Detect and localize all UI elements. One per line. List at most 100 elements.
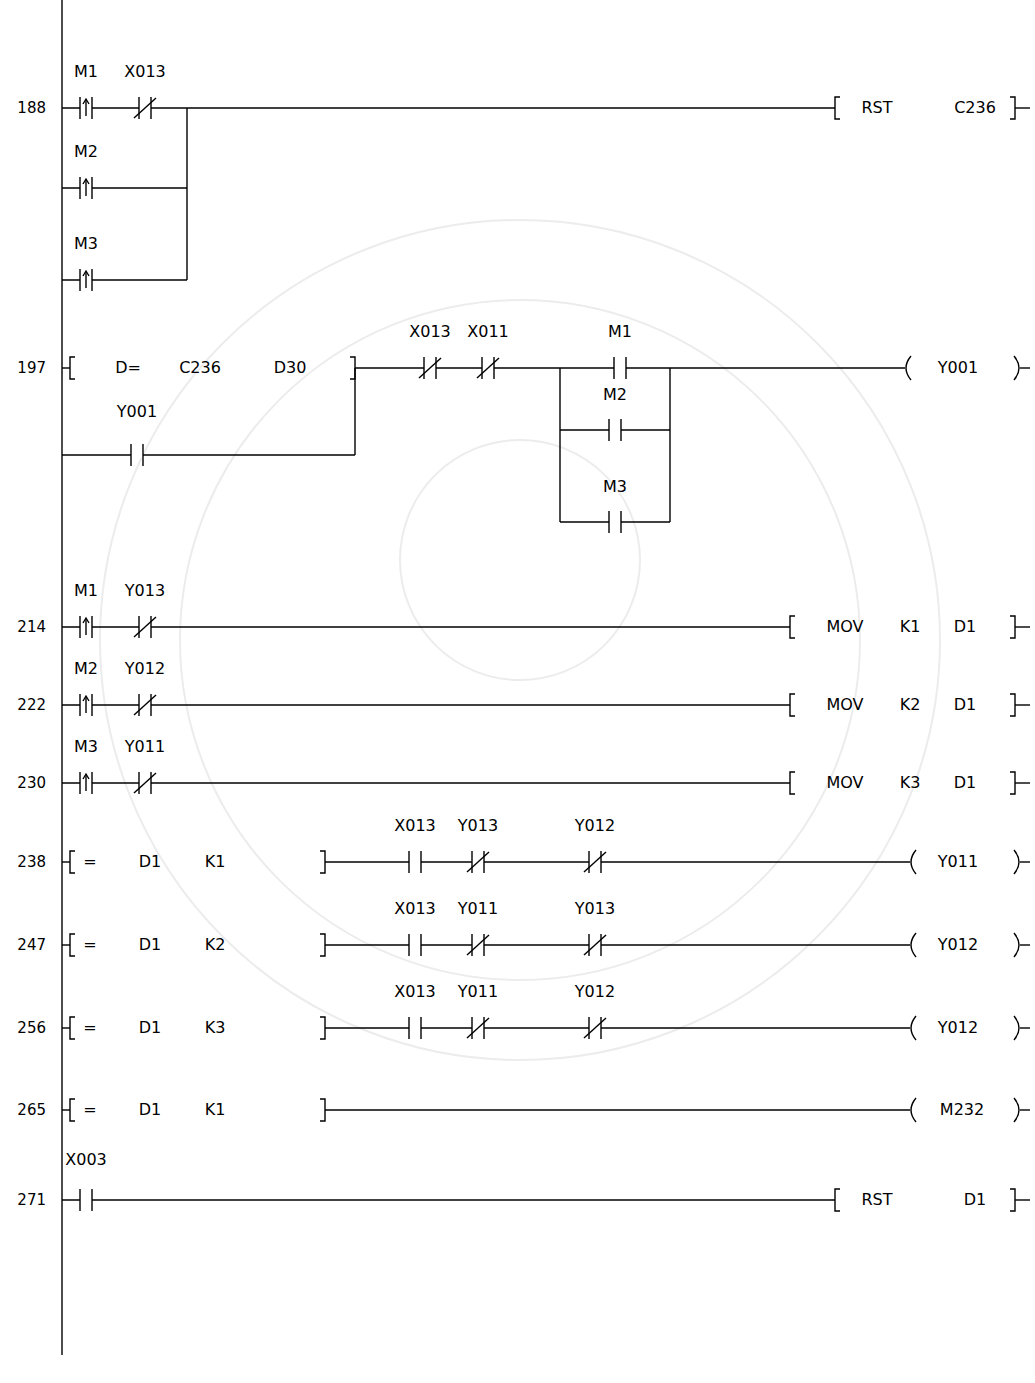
wire: [62, 626, 790, 627]
output-coil: [911, 1016, 1019, 1040]
nc-contact: [134, 694, 156, 716]
ladder-label: RST: [861, 1192, 892, 1208]
instruction-bracket: [790, 772, 1015, 794]
nc-contact: [134, 616, 156, 638]
no-contact: [609, 419, 621, 441]
nc-contact: [584, 851, 606, 873]
ladder-label: M2: [74, 661, 98, 677]
wire: [62, 704, 790, 705]
step-number: 230: [17, 776, 46, 791]
wire: [1015, 107, 1030, 108]
nc-contact: [477, 357, 499, 379]
wire: [1020, 861, 1030, 862]
nc-contact: [419, 357, 441, 379]
wire: [1020, 1109, 1030, 1110]
ladder-label: D1: [954, 619, 977, 635]
ladder-label: RST: [861, 100, 892, 116]
wire: [62, 454, 355, 455]
ladder-label: X013: [394, 818, 436, 834]
instruction-bracket: [70, 1099, 325, 1121]
no-contact: [80, 1189, 92, 1211]
ladder-label: =: [83, 1020, 96, 1036]
nc-contact: [467, 1017, 489, 1039]
ladder-label: D1: [139, 937, 162, 953]
ladder-label: K2: [205, 937, 226, 953]
wire: [1020, 1027, 1030, 1028]
no-contact: [609, 511, 621, 533]
ladder-label: =: [83, 1102, 96, 1118]
ladder-label: M3: [603, 479, 627, 495]
ladder-label: X011: [467, 324, 509, 340]
ladder-label: M232: [940, 1102, 984, 1118]
ladder-label: Y012: [938, 1020, 978, 1036]
wire: [1015, 782, 1030, 783]
instruction-bracket: [70, 357, 355, 379]
instruction-bracket: [835, 1189, 1015, 1211]
instruction-bracket: [70, 851, 325, 873]
ladder-label: Y011: [125, 739, 165, 755]
output-coil: [911, 1098, 1019, 1122]
wire: [62, 1199, 835, 1200]
ladder-label: Y001: [117, 404, 157, 420]
wire: [1020, 944, 1030, 945]
ladder-label: D30: [274, 360, 307, 376]
wire: [559, 368, 560, 522]
instruction-bracket: [70, 934, 325, 956]
ladder-label: X013: [394, 901, 436, 917]
instruction-bracket: [790, 694, 1015, 716]
ladder-label: Y013: [575, 901, 615, 917]
instruction-bracket: [835, 97, 1015, 119]
ladder-label: Y001: [938, 360, 978, 376]
ladder-label: MOV: [826, 697, 863, 713]
ladder-label: K3: [205, 1020, 226, 1036]
step-number: 271: [17, 1193, 46, 1208]
nc-contact: [134, 772, 156, 794]
rising-edge-contact: [80, 694, 92, 716]
wire: [62, 1109, 70, 1110]
wire: [1020, 367, 1030, 368]
instruction-bracket: [70, 1017, 325, 1039]
ladder-label: Y012: [125, 661, 165, 677]
wire: [1015, 626, 1030, 627]
ladder-label: MOV: [826, 619, 863, 635]
nc-contact: [584, 934, 606, 956]
ladder-label: D1: [139, 854, 162, 870]
ladder-label: =: [83, 937, 96, 953]
no-contact: [409, 1017, 421, 1039]
step-number: 238: [17, 855, 46, 870]
step-number: 188: [17, 101, 46, 116]
step-number: 222: [17, 698, 46, 713]
nc-contact: [467, 934, 489, 956]
no-contact: [614, 357, 626, 379]
step-number: 214: [17, 620, 46, 635]
step-number: 256: [17, 1021, 46, 1036]
ladder-label: D1: [139, 1102, 162, 1118]
wire: [1015, 704, 1030, 705]
step-number: 197: [17, 361, 46, 376]
wire: [62, 861, 70, 862]
wire: [61, 0, 62, 1355]
wire: [186, 108, 187, 280]
ladder-label: M3: [74, 236, 98, 252]
nc-contact: [584, 1017, 606, 1039]
wire: [325, 1109, 910, 1110]
rising-edge-contact: [80, 177, 92, 199]
ladder-label: MOV: [826, 775, 863, 791]
ladder-label: D1: [954, 775, 977, 791]
nc-contact: [134, 97, 156, 119]
ladder-label: =: [83, 854, 96, 870]
ladder-label: D1: [139, 1020, 162, 1036]
step-number: 265: [17, 1103, 46, 1118]
output-coil: [911, 850, 1019, 874]
ladder-label: M2: [74, 144, 98, 160]
ladder-label: C236: [954, 100, 996, 116]
ladder-label: M3: [74, 739, 98, 755]
rising-edge-contact: [80, 97, 92, 119]
ladder-label: Y011: [938, 854, 978, 870]
ladder-label: M1: [74, 583, 98, 599]
wire: [354, 368, 355, 455]
output-coil: [911, 933, 1019, 957]
rising-edge-contact: [80, 269, 92, 291]
instruction-bracket: [790, 616, 1015, 638]
ladder-label: K1: [205, 1102, 226, 1118]
